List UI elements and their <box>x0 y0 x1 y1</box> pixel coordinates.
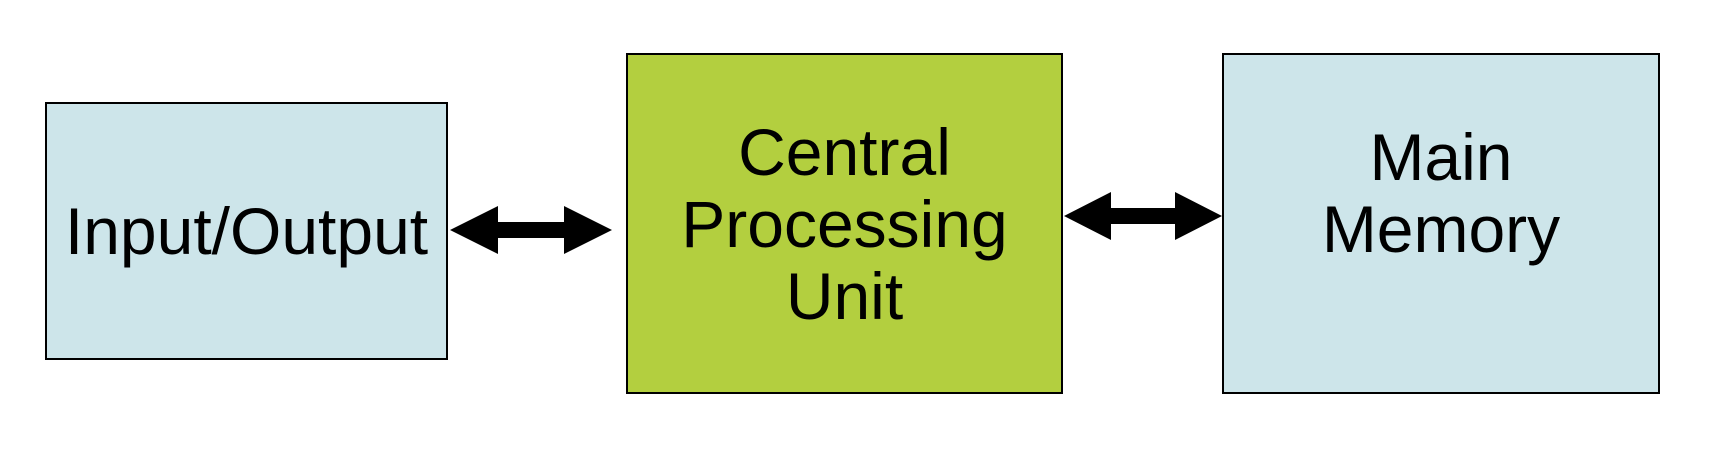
input-output-label-line: Input/Output <box>64 194 429 268</box>
cpu-label-line-2: Processing <box>681 186 1008 261</box>
main-memory-box: Main Memory <box>1222 53 1660 394</box>
cpu-memory-bidirectional-arrow <box>1064 192 1222 240</box>
input-output-box: Input/Output <box>45 102 448 360</box>
io-cpu-bidirectional-arrow <box>450 206 612 254</box>
cpu-label-line-1: Central <box>738 114 951 189</box>
main-memory-label-line-2: Memory <box>1321 192 1561 266</box>
io-cpu-arrow-shape <box>450 206 612 254</box>
cpu-box: Central Processing Unit <box>626 53 1063 394</box>
input-output-label: Input/Output <box>65 195 428 267</box>
main-memory-label: Main Memory <box>1322 121 1560 265</box>
cpu-memory-arrow-shape <box>1064 192 1222 240</box>
cpu-label-line-3: Unit <box>785 258 904 333</box>
cpu-label: Central Processing Unit <box>681 116 1008 332</box>
main-memory-label-line-1: Main <box>1369 120 1513 194</box>
